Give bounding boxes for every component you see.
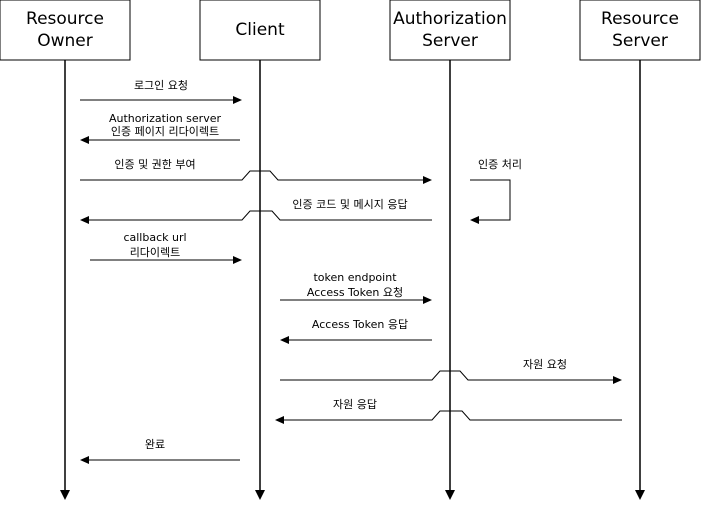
actor-box-resource-owner xyxy=(0,0,131,61)
message-auth-code-response: 인증 코드 및 메시지 응답 xyxy=(80,198,432,224)
message-resource-request-line xyxy=(280,370,613,381)
message-callback-redirect-arrowhead xyxy=(233,256,242,264)
actor-label-client: Client xyxy=(235,20,285,40)
actor-resource-server: Resource Server xyxy=(579,0,701,61)
message-auth-processing: 인증 처리 xyxy=(470,158,522,224)
authorization-server-lifeline-arrow xyxy=(445,490,455,500)
message-auth-grant-label: 인증 및 권한 부여 xyxy=(114,158,195,171)
message-auth-redirect-label-line2: 인증 페이지 리다이렉트 xyxy=(111,125,219,138)
actor-label-resource-server-line1: Resource xyxy=(601,9,679,29)
message-complete: 완료 xyxy=(80,438,240,464)
actor-client: Client xyxy=(199,0,321,61)
message-token-response: Access Token 응답 xyxy=(280,318,432,344)
resource-server-lifeline-arrow xyxy=(635,490,645,500)
message-token-request-arrowhead xyxy=(423,296,432,304)
message-auth-redirect-label-line1: Authorization server xyxy=(109,112,221,125)
message-auth-code-response-arrowhead xyxy=(80,216,89,224)
message-token-request-label-line2: Access Token 요청 xyxy=(307,286,403,299)
client-lifeline-arrow xyxy=(255,490,265,500)
message-callback-redirect: callback url 리다이렉트 xyxy=(90,231,242,264)
actor-box-authorization-server xyxy=(389,0,511,61)
message-auth-grant: 인증 및 권한 부여 xyxy=(80,158,432,184)
message-resource-response-label: 자원 응답 xyxy=(333,398,377,411)
message-auth-processing-line xyxy=(470,179,511,221)
message-resource-response-line xyxy=(284,410,622,421)
message-auth-code-response-label: 인증 코드 및 메시지 응답 xyxy=(292,198,407,211)
message-token-response-arrowhead xyxy=(280,336,289,344)
actor-label-authorization-server-line1: Authorization xyxy=(393,9,507,29)
message-token-request-label-line1: token endpoint xyxy=(313,271,397,284)
message-auth-grant-arrowhead xyxy=(423,176,432,184)
actor-label-resource-owner-line2: Owner xyxy=(37,31,93,51)
message-resource-request: 자원 요청 xyxy=(280,358,622,384)
actor-label-resource-server-line2: Server xyxy=(612,31,668,51)
message-token-request: token endpoint Access Token 요청 xyxy=(280,271,432,304)
message-resource-request-label: 자원 요청 xyxy=(523,358,567,371)
actor-label-resource-owner-line1: Resource xyxy=(26,9,104,29)
message-callback-redirect-label-line1: callback url xyxy=(123,231,186,244)
message-resource-response-arrowhead xyxy=(275,416,284,424)
message-callback-redirect-label-line2: 리다이렉트 xyxy=(130,246,181,259)
message-complete-arrowhead xyxy=(80,456,89,464)
resource-owner-lifeline-arrow xyxy=(60,490,70,500)
actor-resource-owner: Resource Owner xyxy=(0,0,131,61)
message-complete-label: 완료 xyxy=(145,438,165,451)
message-resource-response: 자원 응답 xyxy=(275,398,622,424)
message-auth-processing-arrowhead xyxy=(470,216,479,224)
actor-box-client xyxy=(199,0,321,61)
actor-label-authorization-server-line2: Server xyxy=(422,31,478,51)
message-login-request: 로그인 요청 xyxy=(80,79,242,104)
message-auth-processing-label: 인증 처리 xyxy=(478,158,522,171)
message-login-request-label: 로그인 요청 xyxy=(134,79,188,92)
message-login-request-arrowhead xyxy=(233,96,242,104)
message-auth-redirect-arrowhead xyxy=(80,136,89,144)
actor-box-resource-server xyxy=(579,0,701,61)
message-auth-grant-line xyxy=(80,170,423,181)
message-resource-request-arrowhead xyxy=(613,376,622,384)
actor-authorization-server: Authorization Server xyxy=(389,0,511,61)
message-token-response-label: Access Token 응답 xyxy=(312,318,408,331)
message-auth-code-response-line xyxy=(89,210,432,221)
message-auth-redirect: Authorization server 인증 페이지 리다이렉트 xyxy=(80,112,240,144)
